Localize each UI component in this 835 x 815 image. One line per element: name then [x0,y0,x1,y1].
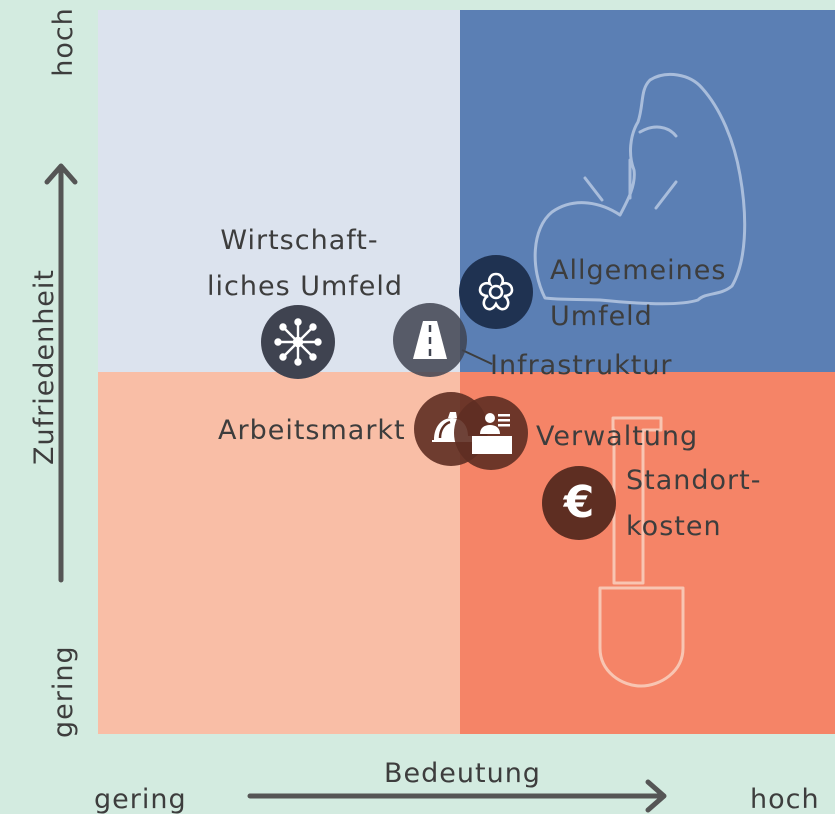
y-axis-label: Zufriedenheit [29,268,60,465]
shovel-icon [598,416,685,688]
factor-label-standortkosten: Standort- kosten [626,465,762,542]
factor-label-arbeitsmarkt: Arbeitsmarkt [218,415,406,446]
y-axis-arrow [44,163,78,583]
infrastruktur-leader [461,349,493,365]
factor-label-wirtschaftliches-umfeld: Wirtschaft- liches Umfeld [207,225,404,302]
y-axis-high: hoch [48,7,79,77]
x-axis-arrow [247,779,667,813]
office-worker-icon [454,396,528,470]
road-icon [393,303,467,377]
flower-icon [459,255,533,329]
x-axis-high: hoch [750,784,820,815]
factor-label-infrastruktur: Infrastruktur [490,350,673,381]
y-axis-low: gering [48,645,79,738]
bicep-icon [533,72,747,306]
network-icon [261,305,335,379]
quadrant-bottom-left [98,372,460,734]
euro-icon: € [542,466,616,540]
factor-label-verwaltung: Verwaltung [536,421,699,452]
factor-label-allgemeines-umfeld: Allgemeines Umfeld [550,255,727,332]
x-axis-low: gering [94,784,187,815]
x-axis-label: Bedeutung [384,758,541,789]
